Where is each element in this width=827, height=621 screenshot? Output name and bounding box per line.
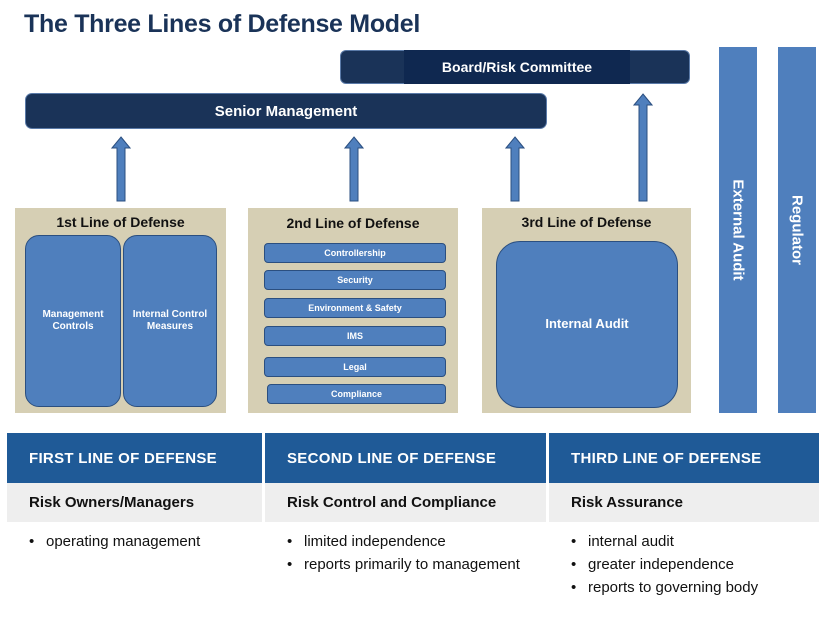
- line3-panel: 3rd Line of Defense Internal Audit: [482, 208, 691, 413]
- controllership-item: Controllership: [264, 243, 446, 263]
- line1-panel: 1st Line of Defense Management Controls …: [15, 208, 226, 413]
- second-line-subheader: Risk Control and Compliance: [265, 483, 546, 522]
- third-line-subheader: Risk Assurance: [549, 483, 819, 522]
- bullet-item: •greater independence: [571, 556, 734, 573]
- environment-safety-item: Environment & Safety: [264, 298, 446, 318]
- line3-title: 3rd Line of Defense: [521, 214, 652, 230]
- line2-panel: 2nd Line of Defense Controllership Secur…: [248, 208, 458, 413]
- first-line-header: FIRST LINE OF DEFENSE: [7, 433, 262, 483]
- bullet-item: •reports primarily to management: [287, 556, 520, 573]
- arrow-up-line3-senior: [505, 136, 525, 202]
- security-item: Security: [264, 270, 446, 290]
- arrow-up-line1: [111, 136, 131, 202]
- second-line-column: SECOND LINE OF DEFENSE Risk Control and …: [265, 433, 546, 619]
- senior-management-bar: Senior Management: [25, 93, 547, 129]
- arrow-up-line2: [344, 136, 364, 202]
- third-line-column: THIRD LINE OF DEFENSE Risk Assurance •in…: [549, 433, 819, 619]
- first-line-subheader: Risk Owners/Managers: [7, 483, 262, 522]
- external-audit-bar: External Audit: [719, 47, 757, 413]
- bullet-item: •internal audit: [571, 533, 674, 550]
- regulator-label: Regulator: [788, 194, 806, 266]
- internal-control-measures-box: Internal Control Measures: [123, 235, 217, 407]
- regulator-bar: Regulator: [778, 47, 816, 413]
- bullet-item: •limited independence: [287, 533, 446, 550]
- compliance-item: Compliance: [267, 384, 446, 404]
- page-title: The Three Lines of Defense Model: [24, 10, 421, 38]
- ims-item: IMS: [264, 326, 446, 346]
- third-line-header: THIRD LINE OF DEFENSE: [549, 433, 819, 483]
- arrow-up-line3-board: [633, 93, 653, 202]
- bullet-item: •operating management: [29, 533, 201, 550]
- external-audit-label: External Audit: [729, 179, 747, 281]
- internal-audit-box: Internal Audit: [496, 241, 678, 408]
- bullet-item: •reports to governing body: [571, 579, 759, 596]
- line1-title: 1st Line of Defense: [56, 214, 185, 230]
- management-controls-box: Management Controls: [25, 235, 121, 407]
- line2-title: 2nd Line of Defense: [286, 215, 420, 231]
- board-risk-committee-label: Board/Risk Committee: [404, 50, 630, 84]
- legal-item: Legal: [264, 357, 446, 377]
- first-line-column: FIRST LINE OF DEFENSE Risk Owners/Manage…: [7, 433, 262, 619]
- second-line-header: SECOND LINE OF DEFENSE: [265, 433, 546, 483]
